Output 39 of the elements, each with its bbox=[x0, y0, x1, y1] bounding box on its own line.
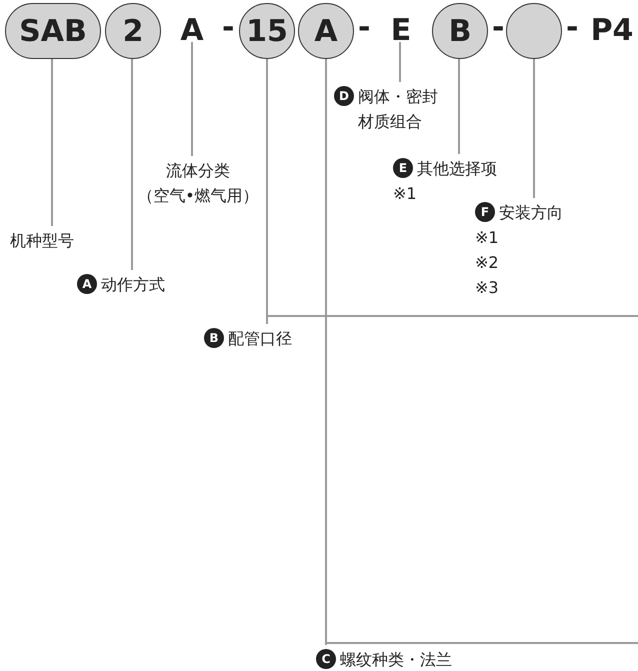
code-circle: B bbox=[432, 3, 488, 59]
code-letter: P4 bbox=[588, 10, 636, 50]
footnote-mark: ※3 bbox=[475, 277, 500, 299]
field-label: 动作方式 bbox=[101, 274, 166, 296]
letter-badge: C bbox=[316, 649, 336, 669]
hyphen: - bbox=[222, 10, 234, 45]
field-label: （空气•燃气用） bbox=[136, 185, 260, 207]
leader-line bbox=[399, 42, 401, 82]
field-label: 机种型号 bbox=[10, 230, 75, 252]
code-circle: A bbox=[298, 3, 354, 59]
leader-line bbox=[131, 59, 133, 270]
letter-badge: A bbox=[77, 274, 97, 294]
letter-badge: E bbox=[393, 158, 413, 178]
leader-line bbox=[191, 42, 193, 156]
letter-badge: D bbox=[334, 86, 354, 106]
footnote-mark: ※2 bbox=[475, 252, 500, 274]
leader-line bbox=[51, 59, 53, 226]
field-label: 其他选择项 bbox=[417, 158, 498, 180]
code-letter: E bbox=[386, 10, 416, 50]
field-label: 安装方向 bbox=[499, 202, 564, 224]
field-label: 阀体・密封材质组合 bbox=[358, 86, 439, 133]
code-pill: SAB bbox=[5, 3, 101, 59]
letter-badge: B bbox=[204, 328, 224, 348]
footnote-mark: ※1 bbox=[475, 227, 500, 249]
code-circle: 15 bbox=[239, 3, 295, 59]
leader-line bbox=[533, 59, 535, 198]
letter-badge: F bbox=[475, 202, 495, 222]
field-label: 螺纹种类・法兰 bbox=[340, 649, 453, 671]
code-letter: A bbox=[176, 10, 208, 50]
hyphen: - bbox=[492, 10, 504, 45]
footnote-mark: ※1 bbox=[393, 183, 418, 205]
field-label: 流体分类 bbox=[165, 160, 231, 182]
hyphen: - bbox=[358, 10, 370, 45]
field-label: 配管口径 bbox=[228, 328, 293, 350]
leader-line bbox=[325, 59, 327, 645]
leader-line bbox=[458, 59, 460, 154]
leader-line bbox=[266, 59, 268, 324]
hyphen: - bbox=[566, 10, 578, 45]
code-circle: 2 bbox=[105, 3, 161, 59]
